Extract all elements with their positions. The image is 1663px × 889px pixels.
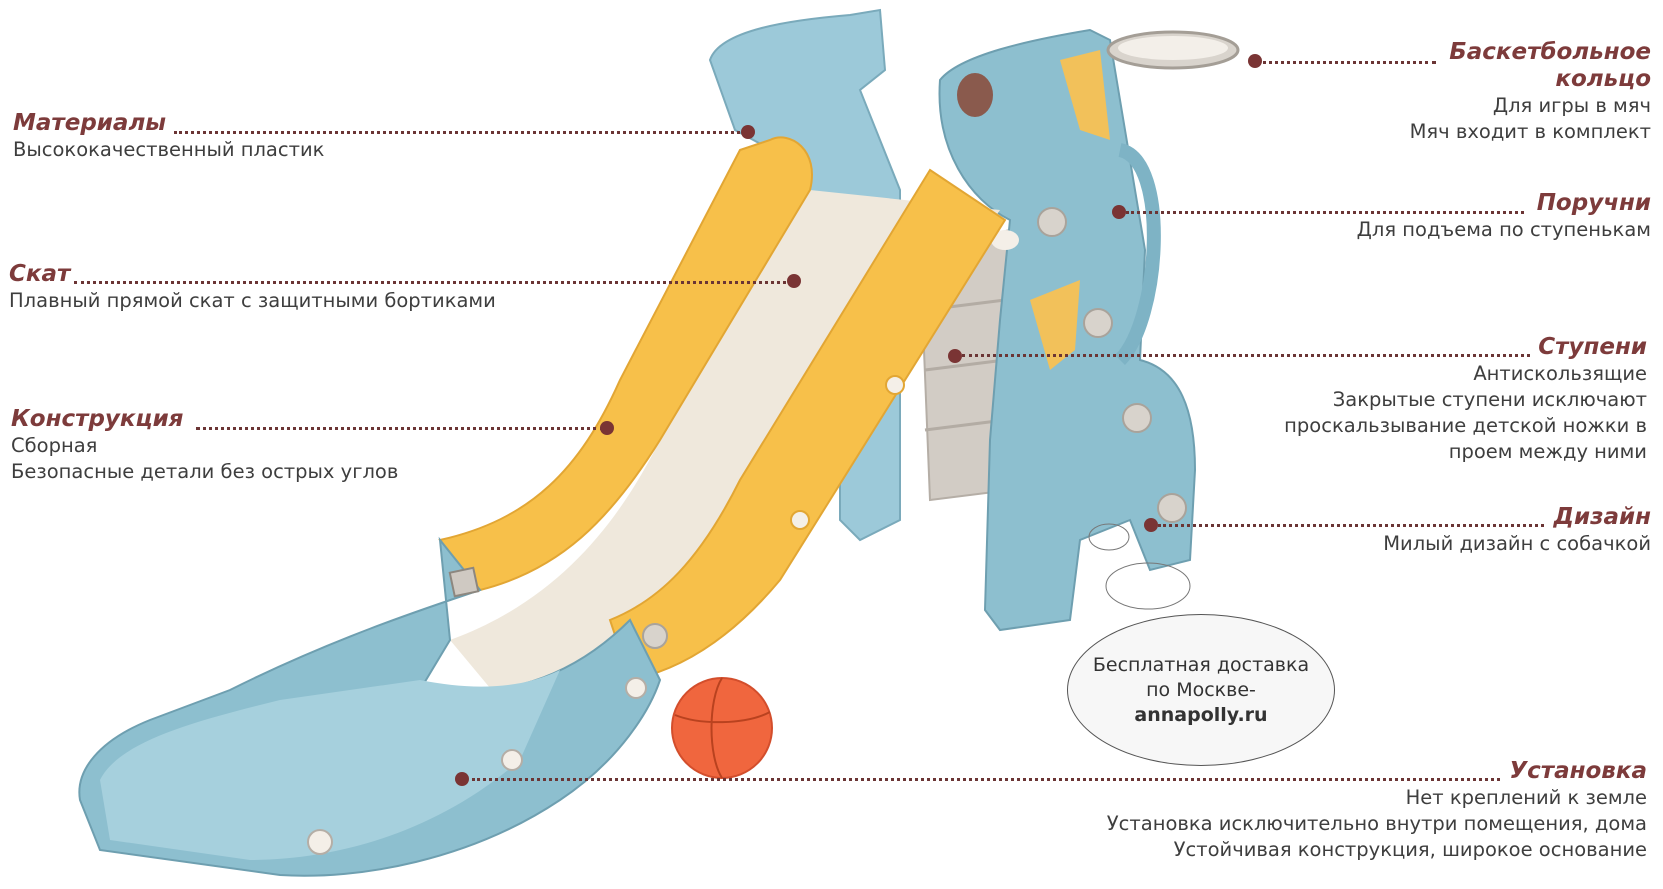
feature-design-line: Милый дизайн с собачкой bbox=[1383, 532, 1651, 555]
leader-design bbox=[1158, 524, 1544, 527]
slide-chute bbox=[78, 136, 1007, 877]
marker-construction bbox=[600, 421, 614, 435]
feature-basketball: Баскетбольное кольцо Для игры в мяч Мяч … bbox=[1410, 39, 1651, 145]
leader-handrails bbox=[1126, 211, 1524, 214]
feature-construction-line: Сборная bbox=[11, 434, 98, 457]
promo-line-1: Бесплатная доставка bbox=[1092, 653, 1310, 676]
feature-handrails-title: Поручни bbox=[1536, 190, 1651, 216]
leader-basketball bbox=[1256, 61, 1436, 64]
feature-steps-title: Ступени bbox=[1538, 334, 1647, 360]
feature-basketball-title: Баскетбольное bbox=[1449, 39, 1651, 65]
feature-materials: Материалы Высококачественный пластик bbox=[13, 110, 324, 163]
feature-construction-line: Безопасные детали без острых углов bbox=[11, 460, 399, 483]
promo-site-link[interactable]: annapolly.ru bbox=[1134, 703, 1268, 726]
leader-installation bbox=[472, 778, 1500, 781]
marker-slope bbox=[787, 274, 801, 288]
marker-basketball bbox=[1248, 54, 1262, 68]
feature-installation-line: Установка исключительно внутри помещения… bbox=[1106, 812, 1647, 835]
marker-design bbox=[1144, 518, 1158, 532]
feature-steps-line: Антискользящие bbox=[1473, 362, 1647, 385]
feature-steps-line: проем между ними bbox=[1448, 440, 1647, 463]
leader-materials bbox=[174, 131, 746, 134]
feature-handrails-line: Для подъема по ступенькам bbox=[1356, 218, 1651, 241]
feature-materials-title: Материалы bbox=[13, 110, 167, 136]
feature-installation-line: Нет креплений к земле bbox=[1405, 786, 1647, 809]
feature-construction: Конструкция Сборная Безопасные детали бе… bbox=[11, 406, 398, 485]
feature-installation: Установка Нет креплений к земле Установк… bbox=[1107, 758, 1647, 863]
feature-steps-line: проскальзывание детской ножки в bbox=[1284, 414, 1647, 437]
basketball bbox=[671, 677, 773, 779]
feature-design: Дизайн Милый дизайн с собачкой bbox=[1383, 504, 1651, 557]
leader-slope bbox=[74, 281, 792, 284]
feature-design-title: Дизайн bbox=[1553, 504, 1652, 530]
feature-steps-line: Закрытые ступени исключают bbox=[1332, 388, 1647, 411]
feature-slope-title: Скат bbox=[9, 261, 71, 287]
marker-materials bbox=[741, 125, 755, 139]
feature-basketball-title-2: кольцо bbox=[1555, 66, 1651, 92]
feature-construction-title: Конструкция bbox=[11, 406, 184, 432]
feature-slope: Скат Плавный прямой скат с защитными бор… bbox=[9, 261, 496, 314]
delivery-promo-bubble: Бесплатная доставка по Москве- annapolly… bbox=[1067, 614, 1335, 766]
feature-handrails: Поручни Для подъема по ступенькам bbox=[1357, 190, 1651, 243]
feature-steps: Ступени Антискользящие Закрытые ступени … bbox=[1284, 334, 1647, 465]
marker-installation bbox=[455, 772, 469, 786]
leader-construction bbox=[196, 427, 604, 430]
feature-installation-title: Установка bbox=[1509, 758, 1647, 784]
basketball-hoop bbox=[1106, 30, 1240, 70]
leader-steps bbox=[962, 354, 1530, 357]
feature-installation-line: Устойчивая конструкция, широкое основани… bbox=[1173, 838, 1647, 861]
feature-materials-line: Высококачественный пластик bbox=[13, 138, 325, 161]
design-outline-marks bbox=[1088, 523, 1191, 610]
marker-steps bbox=[948, 349, 962, 363]
front-dog-panel bbox=[938, 28, 1197, 632]
feature-slope-line: Плавный прямой скат с защитными бортикам… bbox=[9, 289, 496, 312]
promo-line-2: по Москве- bbox=[1146, 678, 1256, 701]
marker-handrails bbox=[1112, 205, 1126, 219]
feature-basketball-line: Для игры в мяч bbox=[1492, 94, 1651, 117]
feature-basketball-line: Мяч входит в комплект bbox=[1409, 120, 1651, 143]
